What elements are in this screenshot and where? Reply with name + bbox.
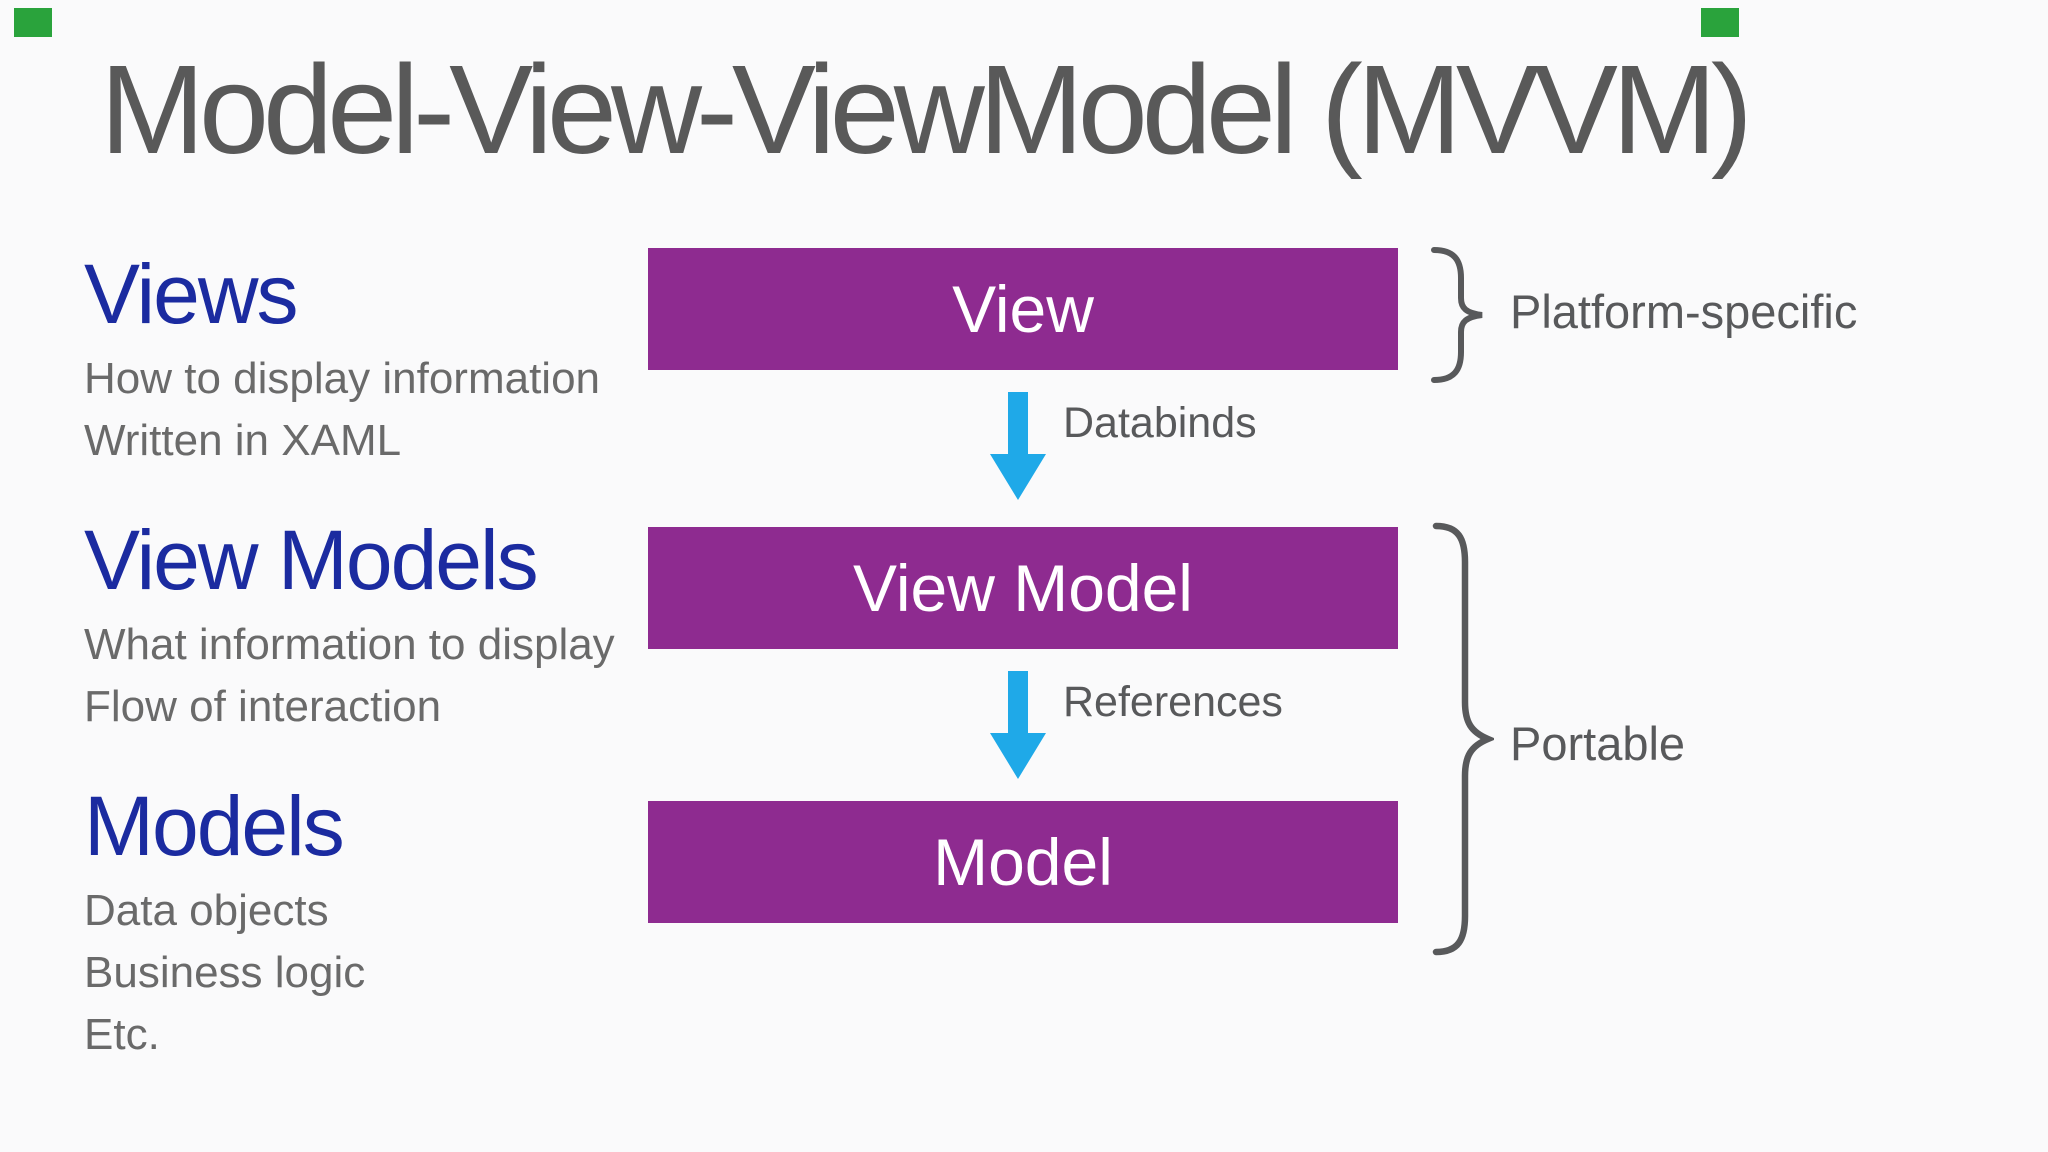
section-body-line: Business logic (84, 948, 366, 997)
section-view-models-body: What information to display Flow of inte… (84, 614, 615, 738)
section-models-body: Data objects Business logic Etc. (84, 880, 365, 1066)
section-body-line: What information to display (84, 620, 615, 669)
curly-brace-icon (1431, 247, 1483, 383)
section-body-line: Written in XAML (84, 416, 402, 465)
curly-brace-icon (1432, 522, 1494, 956)
section-view-models: View Models What information to display … (84, 514, 615, 738)
section-body-line: Flow of interaction (84, 682, 442, 731)
section-view-models-heading: View Models (84, 513, 539, 607)
diagram-box-model: Model (648, 801, 1398, 923)
diagram-box-view-label: View (952, 272, 1094, 346)
down-arrow-icon (990, 392, 1046, 500)
slide-title: Model-View-ViewModel (MVVM) (100, 39, 1753, 180)
brace-label-portable: Portable (1510, 717, 1686, 770)
section-views-body: How to display information Written in XA… (84, 348, 600, 472)
green-corner-marker-left (14, 8, 52, 37)
section-body-line: Data objects (84, 886, 329, 935)
brace-label-platform-specific: Platform-specific (1510, 285, 1858, 338)
section-views-heading: Views (84, 247, 299, 341)
section-models: Models Data objects Business logic Etc. (84, 780, 365, 1066)
section-models-heading: Models (84, 779, 345, 873)
diagram-box-view: View (648, 248, 1398, 370)
diagram-box-view-model-label: View Model (853, 551, 1193, 625)
section-body-line: Etc. (84, 1010, 160, 1059)
arrow-label-references: References (1063, 678, 1283, 726)
diagram-box-view-model: View Model (648, 527, 1398, 649)
section-views: Views How to display information Written… (84, 248, 600, 472)
green-corner-marker-right (1701, 8, 1739, 37)
diagram-box-model-label: Model (933, 825, 1113, 899)
down-arrow-icon (990, 671, 1046, 779)
section-body-line: How to display information (84, 354, 601, 403)
arrow-label-databinds: Databinds (1063, 399, 1257, 447)
